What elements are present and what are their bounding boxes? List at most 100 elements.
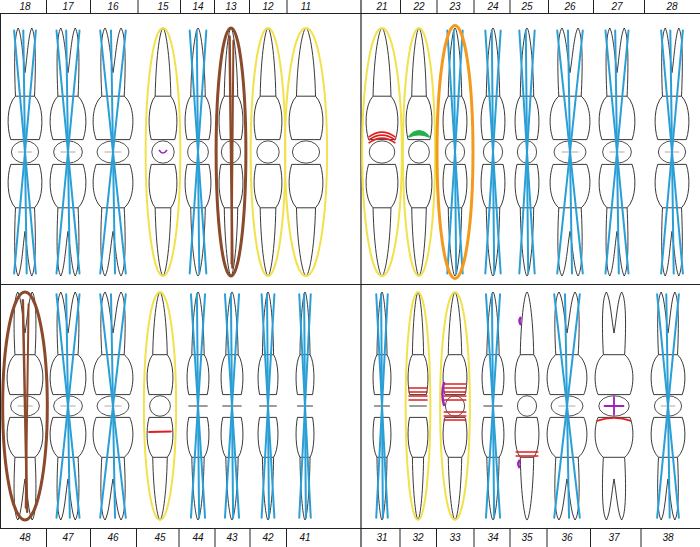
cell-divider [180,0,181,14]
missing-mark [666,294,669,517]
tooth [547,292,587,520]
missing-mark [526,30,528,273]
missing-mark [100,294,126,517]
cell-divider [214,0,215,14]
missing-mark [197,294,199,517]
tooth-root [373,208,391,276]
missing-mark [661,30,683,273]
occlusal-surface [150,396,171,417]
missing-mark [657,294,679,517]
lower-panel [1,285,700,529]
tooth-ring [144,292,176,520]
missing-mark [100,30,126,273]
cell-divider [644,0,645,14]
tooth-crown [147,417,173,457]
tooth-crown [289,164,323,207]
tooth-number: 13 [216,1,246,12]
missing-mark [111,294,115,517]
cell-divider [249,0,250,14]
cell-divider [593,0,594,14]
missing-mark [565,294,569,517]
tooth [595,292,633,520]
tooth-number: 44 [183,532,213,543]
missing-mark [197,30,200,273]
extraction-mark [231,40,233,263]
missing-mark [66,30,70,273]
missing-mark [554,294,580,517]
tooth-root [520,457,533,520]
filling-mark [409,387,427,389]
filling-mark [369,138,396,143]
tooth [258,292,278,520]
missing-mark [14,30,36,273]
missing-mark [225,294,239,517]
upper-panel [1,14,700,285]
missing-mark [519,30,534,273]
tooth [3,292,48,520]
tooth [515,28,539,276]
filling-mark [444,395,466,397]
missing-mark [615,30,619,273]
tooth-number: 38 [653,532,683,543]
missing-mark [56,294,79,517]
missing-mark [56,30,79,273]
tooth-root [296,28,315,96]
tooth-root [296,208,315,276]
filling-mark [444,387,466,389]
missing-mark [56,30,79,273]
missing-mark [262,294,275,517]
missing-mark [447,30,462,273]
tooth [221,292,243,520]
tooth-number: 25 [512,1,542,12]
tooth-number: 42 [253,532,283,543]
tooth [285,28,327,276]
occlusal-surface [599,396,629,417]
occlusal-surface [409,141,430,163]
filling-mark [516,455,538,457]
tooth-number: 43 [217,532,247,543]
tooth-crown [595,355,633,395]
tooth-crown [366,96,398,139]
tooth-crown [149,96,177,139]
missing-mark [14,30,36,273]
tooth [515,292,539,520]
tooth-crown [595,417,633,457]
tooth-number: 16 [98,1,128,12]
missing-mark [447,30,462,273]
tooth-root [260,208,276,276]
missing-mark [100,294,126,517]
filling-mark [444,399,466,401]
tooth [296,292,314,520]
tooth [362,28,402,276]
tooth-number: 47 [53,532,83,543]
missing-mark [554,294,580,517]
filling-mark [409,399,427,401]
tooth [373,292,391,520]
missing-mark [304,294,306,517]
extraction-mark [26,304,29,507]
tooth [437,26,473,279]
missing-mark [225,294,239,517]
tooth-number: 26 [555,1,585,12]
tooth-crown [443,417,467,457]
tooth-root [602,292,625,355]
caries-mark [442,382,444,406]
tooth-number: 36 [552,532,582,543]
tooth-root [520,292,533,355]
tooth-crown [254,96,282,139]
tooth-root [260,28,276,96]
tooth [651,292,685,520]
cell-divider [641,529,642,547]
tooth-number: 48 [10,532,40,543]
missing-mark [557,30,583,273]
tooth [655,28,689,276]
missing-mark [486,294,500,517]
tooth-crown [406,164,432,207]
cell-divider [400,529,401,547]
midline [360,0,361,547]
tooth-root [448,292,461,355]
missing-mark [66,294,70,517]
tooth-ring [362,28,402,276]
missing-mark [231,294,233,517]
